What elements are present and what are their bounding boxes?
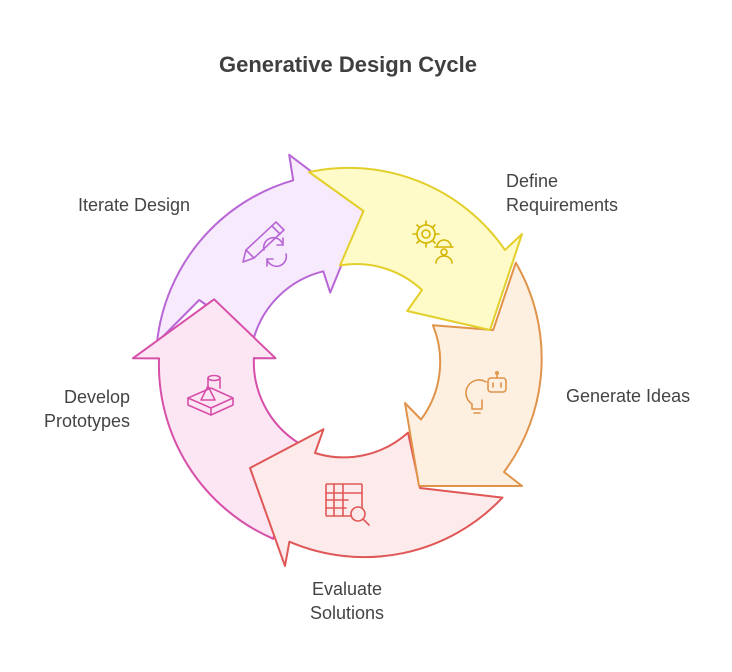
pencil-refresh-icon [242, 221, 288, 268]
table-search-icon [325, 483, 370, 526]
label-iterate-design: Iterate Design [77, 195, 190, 215]
label-evaluate-solutions: Evaluate Solutions [309, 579, 385, 623]
segment-evaluate [249, 428, 504, 567]
3d-shapes-icon [187, 374, 234, 416]
label-develop-prototypes: Develop Prototypes [43, 387, 130, 431]
segment-iterate [156, 153, 365, 344]
gear-user-icon [412, 220, 454, 264]
label-generate-ideas: Generate Ideas [566, 386, 691, 406]
segment-define [308, 166, 523, 331]
diagram-title: Generative Design Cycle [218, 52, 477, 77]
lightbulb-robot-icon [465, 370, 507, 414]
label-define-requirements: Define Requirements [506, 171, 619, 215]
segment-generate [404, 261, 543, 487]
